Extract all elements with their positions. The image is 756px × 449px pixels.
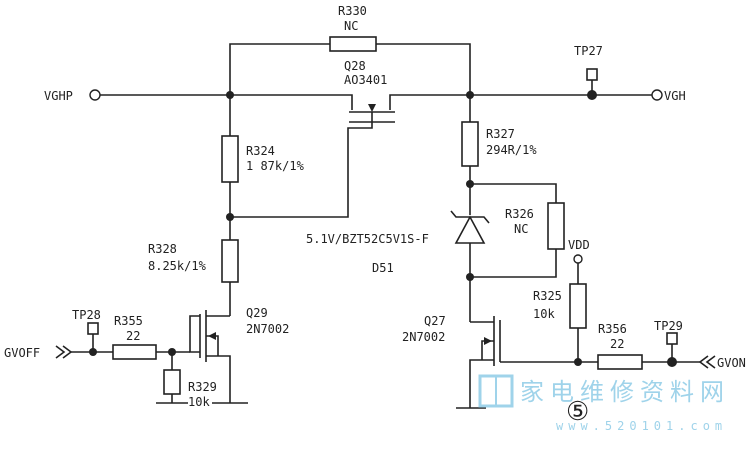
r325-ref: R325 <box>533 289 562 303</box>
r328-resistor <box>221 239 239 283</box>
vgh-terminal <box>651 89 663 101</box>
d51-zener-diode <box>450 210 490 244</box>
q28-ref: Q28 <box>344 59 366 73</box>
r355-ref: R355 <box>114 314 143 328</box>
q28-value: AO3401 <box>344 73 387 87</box>
r324-ref: R324 <box>246 144 275 158</box>
vghp-terminal <box>89 89 101 101</box>
vdd-label: VDD <box>568 238 590 252</box>
d51-ref: D51 <box>372 261 394 275</box>
q29-value: 2N7002 <box>246 322 289 336</box>
r330-resistor <box>329 36 377 52</box>
tp27-pad <box>586 68 598 81</box>
r356-resistor <box>597 354 643 370</box>
vgh-label: VGH <box>664 89 686 103</box>
vghp-label: VGHP <box>44 89 73 103</box>
tp29-pad <box>666 332 678 345</box>
r327-ref: R327 <box>486 127 515 141</box>
r327-resistor <box>461 121 479 167</box>
r327-value: 294R/1% <box>486 143 537 157</box>
watermark-logo-icon <box>478 374 514 408</box>
q27-value: 2N7002 <box>402 330 445 344</box>
r356-value: 22 <box>610 337 624 351</box>
r329-value: 10k <box>188 395 210 409</box>
d51-value: 5.1V/BZT52C5V1S-F <box>306 232 429 246</box>
vdd-terminal <box>573 254 583 264</box>
page-marker: ⑤ <box>566 397 589 427</box>
q27-ref: Q27 <box>424 314 446 328</box>
tp29-label: TP29 <box>654 319 683 333</box>
junction-dot <box>226 213 234 221</box>
r329-ref: R329 <box>188 380 217 394</box>
r325-resistor <box>569 283 587 329</box>
r326-resistor <box>547 202 565 250</box>
r326-ref: R326 <box>505 207 534 221</box>
r355-value: 22 <box>126 329 140 343</box>
r355-resistor <box>112 344 157 360</box>
gvoff-label: GVOFF <box>4 346 40 360</box>
tp27-label: TP27 <box>574 44 603 58</box>
r356-ref: R356 <box>598 322 627 336</box>
r328-ref: R328 <box>148 242 177 256</box>
gvon-arrow-symbol <box>698 355 716 369</box>
watermark-text: 家电维修资料网 <box>520 378 730 406</box>
gvon-label: GVON <box>717 356 746 370</box>
r330-ref: R330 <box>338 4 367 18</box>
r326-lead <box>470 249 557 278</box>
r324-value: 1 87k/1% <box>246 159 305 173</box>
r329-resistor <box>163 369 181 395</box>
r326-lead <box>470 183 557 203</box>
q29-mosfet <box>189 310 231 403</box>
tp28-label: TP28 <box>72 308 101 322</box>
r324-resistor <box>221 135 239 183</box>
r328-value: 8.25k/1% <box>148 259 207 273</box>
gvoff-arrow-symbol <box>55 345 73 359</box>
q28-mosfet <box>230 94 398 218</box>
q29-ref: Q29 <box>246 306 268 320</box>
r330-value: NC <box>344 19 358 33</box>
r326-value: NC <box>514 222 528 236</box>
q27-mosfet <box>469 316 578 408</box>
r330-bypass-wire <box>229 43 471 95</box>
watermark-url: www.520101.com <box>556 419 727 433</box>
tp28-pad <box>87 322 99 335</box>
r325-value: 10k <box>533 307 555 321</box>
